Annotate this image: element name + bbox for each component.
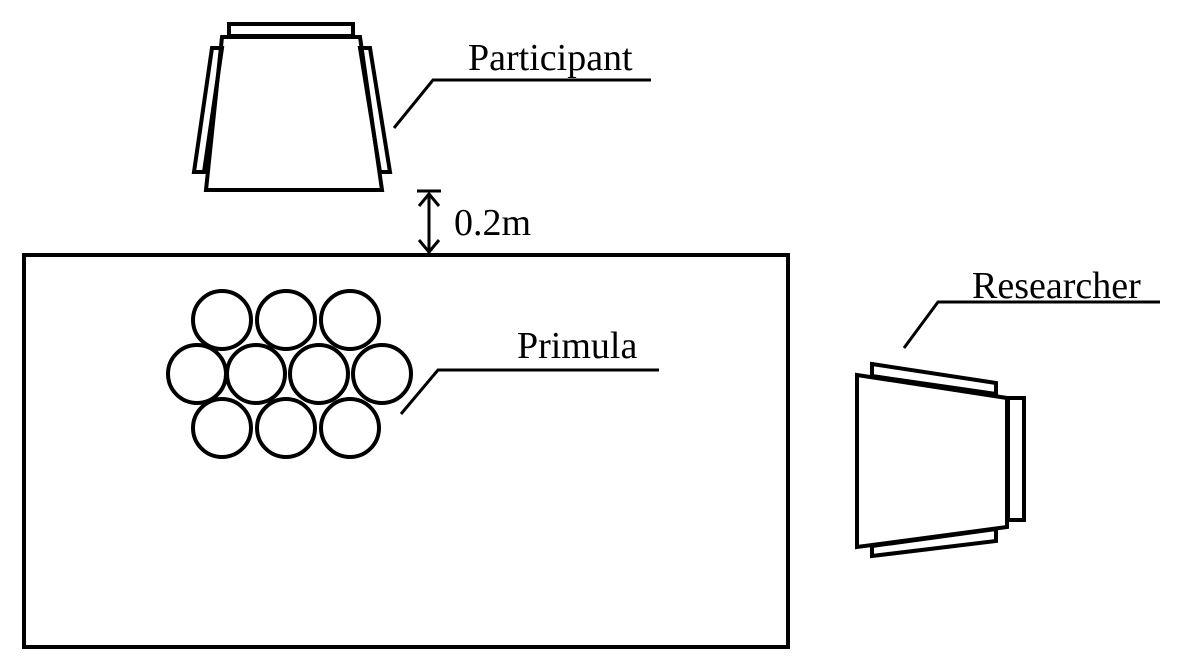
distance-label: 0.2m [454, 202, 531, 244]
primula-pot [319, 397, 381, 459]
primula-pot [255, 397, 317, 459]
primula-callout: Primula [399, 325, 659, 415]
participant-chair [191, 22, 393, 192]
researcher-chair [855, 361, 1026, 559]
primula-pot [255, 289, 317, 351]
primula-pot [351, 343, 413, 405]
table [22, 253, 790, 649]
researcher-callout: Researcher [902, 265, 1160, 349]
distance-arrow: 0.2m [417, 189, 531, 255]
participant-callout: Participant [392, 37, 651, 129]
primula-pot [191, 397, 253, 459]
researcher-label: Researcher [972, 265, 1141, 307]
primula-pot [191, 289, 253, 351]
primula-pot [225, 343, 287, 405]
primula-pot [319, 289, 381, 351]
primula-pot [166, 343, 228, 405]
primula-pots [166, 289, 413, 459]
primula-pot [288, 343, 350, 405]
primula-label: Primula [517, 325, 637, 367]
participant-label: Participant [468, 37, 633, 79]
